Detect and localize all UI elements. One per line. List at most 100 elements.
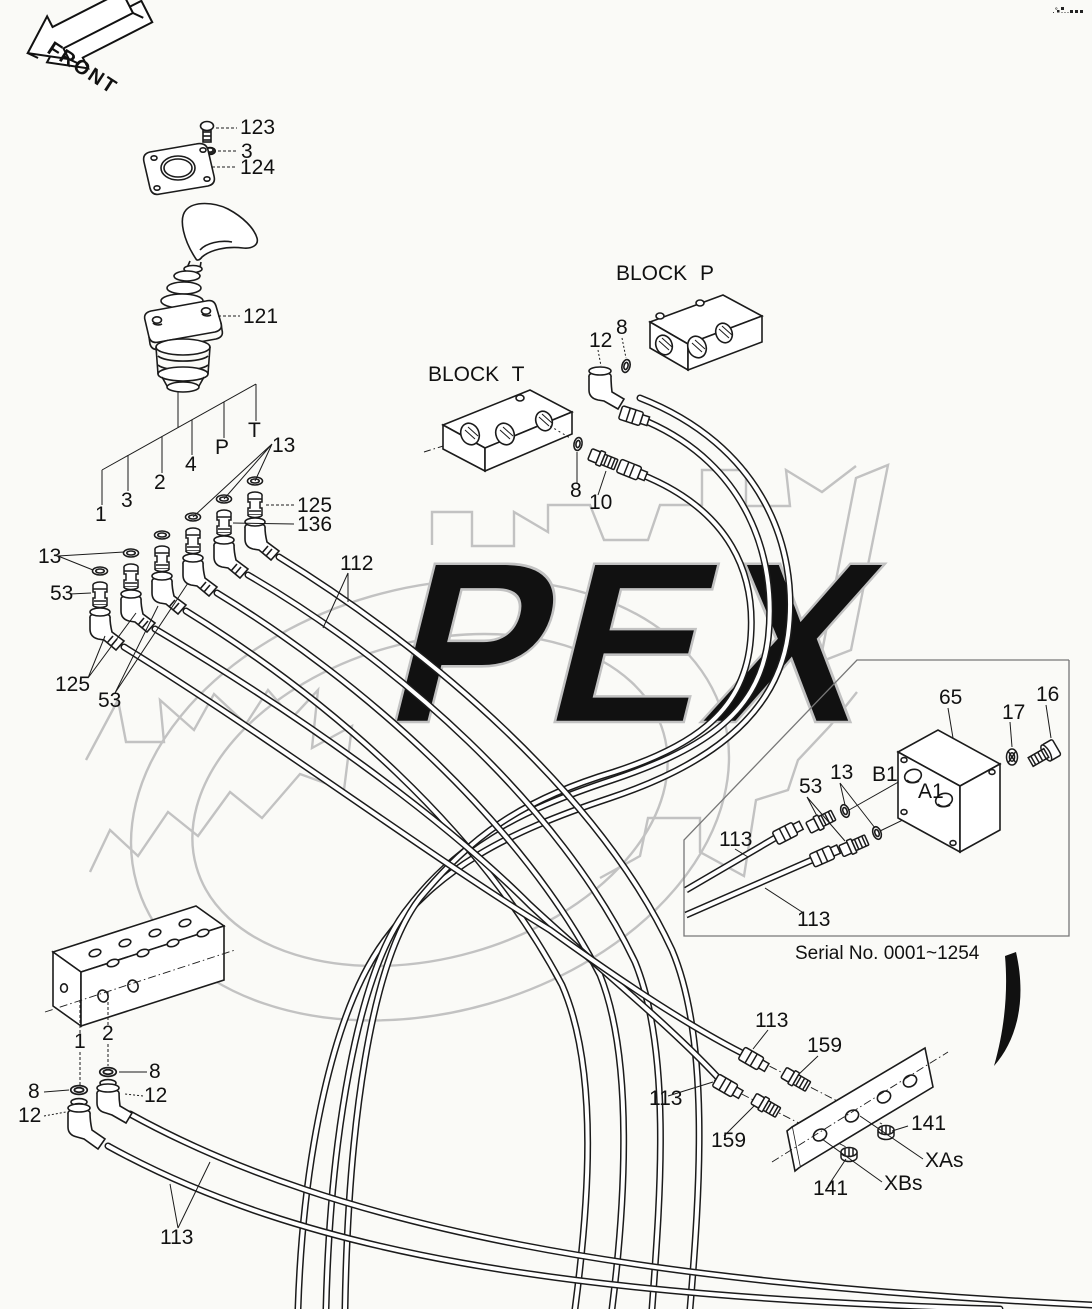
callout-adapter-10-blockt: 10	[589, 491, 612, 514]
callout-elbow-12-bl-right: 12	[144, 1084, 167, 1107]
hose-d	[213, 589, 628, 1309]
callout-oring-8-bl-right: 8	[149, 1060, 161, 1083]
callout-hose-113-plate-lower: 113	[649, 1087, 682, 1110]
callout-port-t: T	[248, 419, 261, 442]
callout-block-t-title: BLOCK T	[428, 363, 525, 386]
callout-fitting-125-lower: 125	[55, 673, 90, 696]
hose-bl2	[126, 1110, 1092, 1309]
cluster-col-6	[244, 476, 280, 561]
cluster-col-3	[151, 530, 187, 615]
callout-hose-113-inset-upper: 113	[719, 828, 752, 851]
cluster-col-1	[89, 566, 125, 651]
callout-port-b1: B1	[872, 763, 898, 786]
callout-oring-13-left: 13	[38, 545, 61, 568]
joystick-121	[143, 202, 259, 393]
block-p	[588, 294, 764, 429]
callout-oring-8-bl-left: 8	[28, 1080, 40, 1103]
hose-b	[151, 625, 727, 1087]
oring-8	[69, 1084, 89, 1096]
oring-8	[98, 1066, 118, 1078]
callout-oring-8-blockp: 8	[616, 316, 628, 339]
callout-port-a1: A1	[918, 780, 944, 803]
nipple-159	[749, 1091, 783, 1120]
callout-hose-113-bottom-left: 113	[160, 1226, 193, 1249]
callout-oring-8-blockt: 8	[570, 479, 582, 502]
adapter-10	[586, 446, 620, 473]
serial-inset	[683, 659, 1070, 937]
nipple-53	[837, 832, 871, 859]
callout-block-65: 65	[939, 686, 962, 709]
manifold-block	[44, 905, 236, 1028]
callout-bolt-123: 123	[240, 116, 275, 139]
callout-plug-141-lower: 141	[813, 1177, 848, 1200]
callout-port-3: 3	[121, 489, 133, 512]
callout-washer-17: 17	[1002, 701, 1025, 724]
callout-hose-113-inset-lower: 113	[797, 908, 830, 931]
port-label-fan	[101, 383, 257, 505]
callout-manifold-port-2: 2	[102, 1022, 114, 1045]
bottom-left-fittings	[67, 1066, 134, 1151]
callout-elbow-12-blockp: 12	[589, 329, 612, 352]
callout-oring-13-inset: 13	[830, 761, 853, 784]
hose-end-fitting	[771, 818, 806, 846]
callout-bolt-16: 16	[1036, 683, 1059, 706]
callout-nipple-159-lower: 159	[711, 1129, 746, 1152]
callout-hose-112: 112	[340, 552, 373, 575]
nipple-159	[779, 1065, 813, 1094]
callout-elbow-12-bl-left: 12	[18, 1104, 41, 1127]
elbow-12-right	[96, 1083, 134, 1125]
hose-end-fitting	[615, 458, 650, 484]
callout-corner-mark: ·˚ ···	[1052, 7, 1070, 17]
oring-13	[838, 802, 852, 820]
watermark-swoosh	[994, 952, 1021, 1066]
callout-port-p: P	[215, 436, 229, 459]
callout-fitting-53-upper: 53	[50, 582, 73, 605]
corner-print-mark	[1057, 7, 1083, 13]
oring-8	[572, 436, 584, 452]
hose-end-fitting-113	[711, 1073, 745, 1102]
pilot-valve-group	[142, 120, 259, 393]
callout-serial-note: Serial No. 0001~1254	[795, 943, 980, 964]
callout-adapter-136: 136	[297, 513, 332, 536]
front-arrow	[26, 0, 154, 70]
watermark-letters: PEX	[368, 515, 910, 771]
bolt-16	[1027, 739, 1062, 768]
callout-port-2: 2	[154, 471, 166, 494]
hose-e	[244, 571, 664, 1309]
elbow-12-left	[67, 1103, 107, 1151]
hose-f	[275, 553, 703, 1309]
callout-port-xbs: XBs	[884, 1172, 923, 1195]
hose-u1	[294, 394, 794, 1309]
callout-port-xas: XAs	[925, 1149, 964, 1172]
callout-nipple-159-upper: 159	[807, 1034, 842, 1057]
hose-end-fitting	[808, 841, 843, 869]
fitting-cluster	[89, 476, 280, 651]
callout-plate-124: 124	[240, 156, 275, 179]
hose-u2	[322, 418, 774, 1309]
oring-8	[619, 357, 633, 375]
callout-valve-121: 121	[243, 305, 278, 328]
oring-13	[870, 824, 884, 842]
callout-manifold-port-1: 1	[74, 1030, 86, 1053]
washer-17	[1005, 748, 1019, 766]
callout-oring-13-right: 13	[272, 434, 295, 457]
plate-124	[142, 142, 216, 196]
callout-plug-141-upper: 141	[911, 1112, 946, 1135]
hose-u3	[341, 470, 755, 1309]
hoses	[104, 394, 1092, 1309]
callout-block-p-title: BLOCK P	[616, 262, 714, 285]
cluster-col-2	[120, 548, 156, 633]
callout-port-1: 1	[95, 503, 107, 526]
callout-adapter-125-right: 125	[297, 494, 332, 517]
valve-block-65	[896, 729, 1002, 854]
mount-plate	[786, 1046, 934, 1173]
block-t	[423, 389, 650, 484]
hose-bl1	[104, 1142, 1004, 1309]
watermark-logo: PEX	[84, 463, 1021, 1066]
cluster-col-5	[213, 494, 249, 579]
callout-port-4: 4	[185, 453, 197, 476]
hose-end-fitting-113	[737, 1046, 771, 1075]
leader-lines	[43, 127, 1052, 1229]
